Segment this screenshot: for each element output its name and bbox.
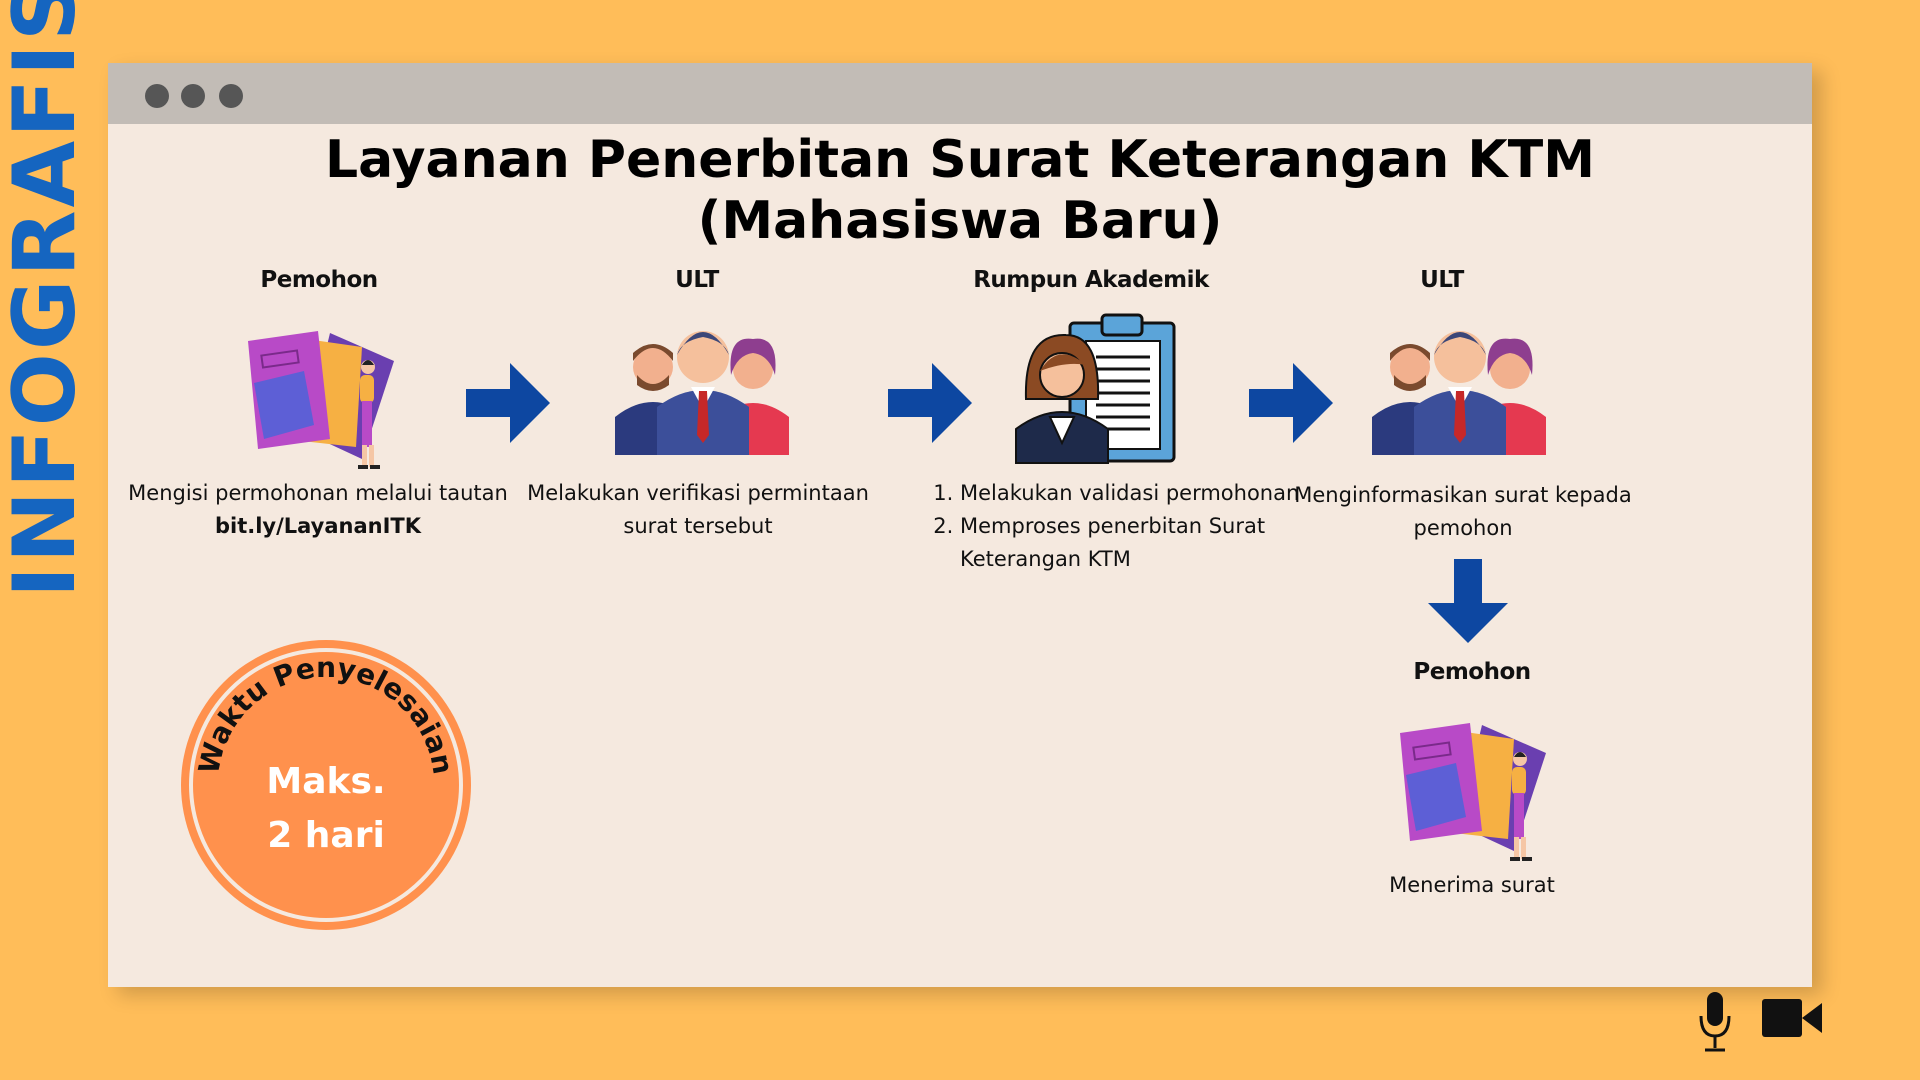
- team-icon: [615, 331, 789, 455]
- team-icon: [1372, 331, 1546, 455]
- form-link[interactable]: bit.ly/LayananITK: [214, 514, 422, 538]
- desc-step1: Mengisi permohonan melalui tautan bit.ly…: [118, 477, 518, 543]
- arrow-right-icon: [466, 363, 550, 443]
- administrator-clipboard-icon: [1015, 313, 1176, 464]
- arrow-right-icon: [888, 363, 972, 443]
- window-titlebar: [108, 63, 1812, 124]
- arrow-right-icon: [1249, 363, 1333, 443]
- badge-circle: Waktu Penyelesaian: [181, 640, 471, 930]
- window-dot-1[interactable]: [145, 84, 169, 108]
- microphone-icon[interactable]: [1698, 992, 1732, 1054]
- desc-step5: Menerima surat: [1389, 873, 1555, 897]
- badge-line-2: 2 hari: [267, 815, 385, 856]
- video-camera-icon[interactable]: [1762, 997, 1822, 1039]
- role-step1: Pemohon: [260, 267, 378, 293]
- step3-list: Melakukan validasi permohonan Memproses …: [930, 477, 1310, 576]
- desc-step4: Menginformasikan surat kepada pemohon: [1294, 483, 1632, 540]
- role-step2: ULT: [675, 267, 719, 293]
- badge-line-1: Maks.: [266, 761, 386, 802]
- browser-window: Layanan Penerbitan Surat Keterangan KTM …: [108, 63, 1812, 987]
- completion-time-badge: Waktu Penyelesaian Maks. 2 hari: [176, 635, 476, 935]
- desc-step2: Melakukan verifikasi permintaan surat te…: [527, 481, 869, 538]
- window-dot-3[interactable]: [219, 84, 243, 108]
- step3-item-1: Melakukan validasi permohonan: [960, 477, 1310, 510]
- role-step5: Pemohon: [1413, 659, 1531, 685]
- arrow-down-icon: [1428, 559, 1508, 643]
- window-dot-2[interactable]: [181, 84, 205, 108]
- documents-person-icon: [1400, 723, 1546, 861]
- documents-person-icon: [248, 331, 394, 469]
- title-line-2: (Mahasiswa Baru): [697, 191, 1223, 251]
- desc-step1-text: Mengisi permohonan melalui tautan: [128, 481, 508, 505]
- main-title: Layanan Penerbitan Surat Keterangan KTM …: [108, 130, 1812, 252]
- title-line-1: Layanan Penerbitan Surat Keterangan KTM: [325, 130, 1595, 190]
- step3-item-2: Memproses penerbitan Surat Keterangan KT…: [960, 510, 1310, 576]
- role-step4: ULT: [1420, 267, 1464, 293]
- role-step3: Rumpun Akademik: [973, 267, 1209, 293]
- side-title: INFOGRAFIS: [0, 0, 95, 598]
